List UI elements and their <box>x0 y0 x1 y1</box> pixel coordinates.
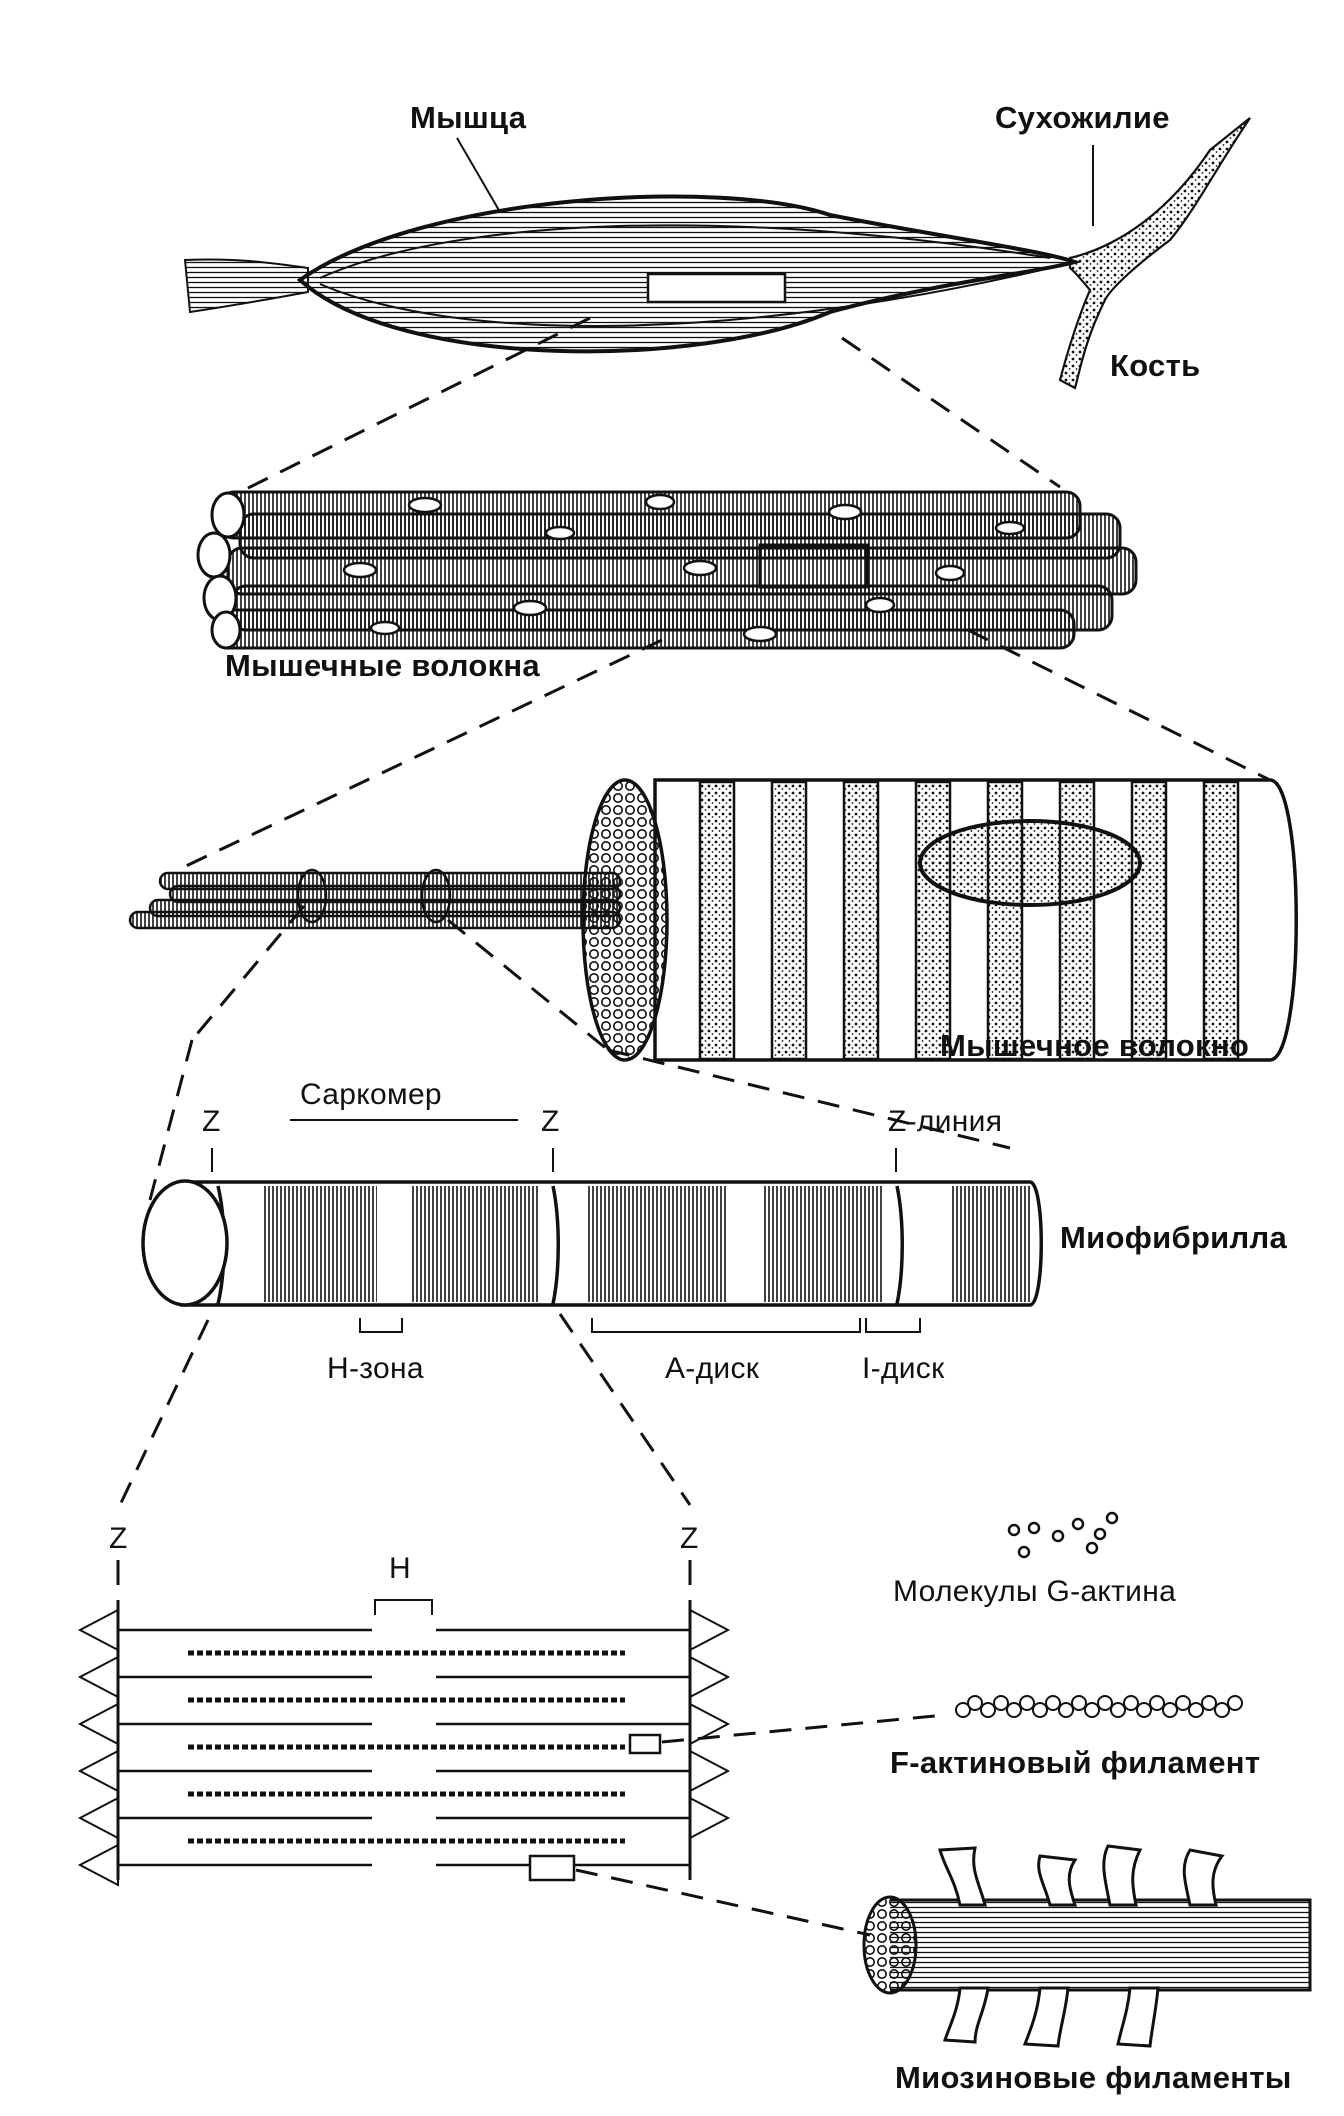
label-bone: Кость <box>1110 348 1201 383</box>
zoom-lines-3 <box>148 905 1011 1201</box>
zoom-lines-1 <box>229 316 1061 499</box>
zoom-lines-2 <box>185 628 1291 868</box>
label-z-bottom-right: Z <box>680 1522 699 1555</box>
myofibril-drawing <box>141 1119 1043 1333</box>
label-muscle: Мышца <box>410 100 527 135</box>
sarcomere-filaments <box>77 1560 731 1887</box>
muscle-fiber-bundle <box>196 490 1138 650</box>
zoom-lines-4 <box>118 1313 692 1506</box>
label-muscle-fibers: Мышечные волокна <box>225 648 540 683</box>
label-i-disc: I-диск <box>862 1352 945 1385</box>
label-myofibril: Миофибрилла <box>1060 1220 1288 1255</box>
label-g-actin: Молекулы G-актина <box>893 1575 1177 1608</box>
label-myosin: Миозиновые филаменты <box>895 2060 1292 2095</box>
label-z-left: Z <box>202 1105 221 1138</box>
label-h-zone: Н-зона <box>327 1352 424 1385</box>
label-a-disc: А-диск <box>665 1352 760 1385</box>
label-z-line: Z-линия <box>888 1105 1003 1138</box>
label-muscle-fiber: Мышечное волокно <box>940 1028 1250 1063</box>
label-h: Н <box>389 1552 411 1585</box>
myosin-filaments <box>862 1844 1312 2048</box>
f-actin-filament <box>955 1695 1243 1718</box>
label-tendon: Сухожилие <box>995 100 1170 135</box>
muscle-drawing <box>183 117 1251 390</box>
label-sarcomere: Саркомер <box>300 1078 442 1111</box>
single-muscle-fiber <box>128 778 1298 1062</box>
label-z-bottom-left: Z <box>109 1522 128 1555</box>
zoom-lines-5 <box>575 1713 946 1937</box>
label-z-mid: Z <box>541 1105 560 1138</box>
label-f-actin: F-актиновый филамент <box>890 1745 1261 1780</box>
g-actin-molecules <box>1007 1511 1119 1559</box>
